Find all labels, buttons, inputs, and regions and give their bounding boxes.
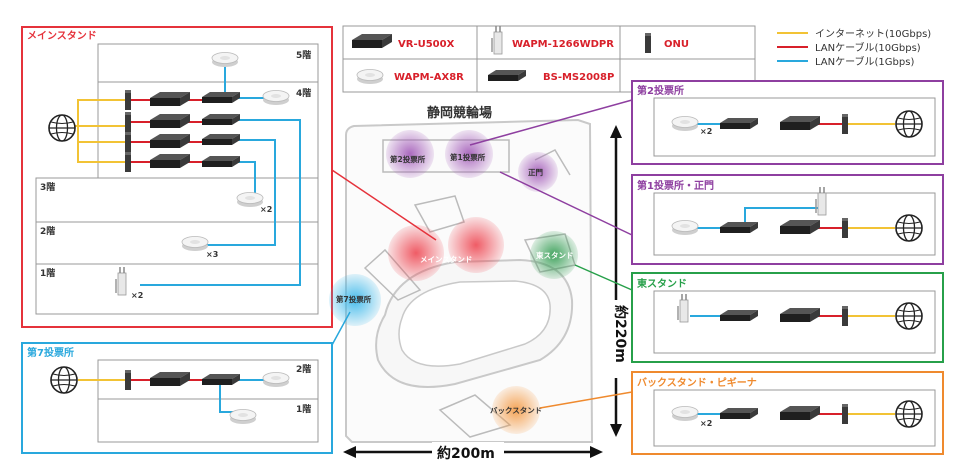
main-2f-mult: ×3	[206, 250, 218, 259]
back-mult: ×2	[700, 419, 712, 428]
right-panel-dai1: 第1投票所・正門	[631, 174, 944, 265]
legend-bsms: BS-MS2008P	[543, 72, 614, 83]
callout-lines	[331, 99, 633, 409]
zone-dai1: 第1投票所	[450, 152, 486, 162]
dai7-floor-2: 2階	[296, 363, 311, 375]
legend-wapm1266: WAPM-1266WDPR	[512, 39, 614, 50]
zone-east: 東スタンド	[536, 250, 574, 260]
main-stand-title: メインスタンド	[27, 30, 97, 42]
main-3f-mult: ×2	[260, 205, 272, 214]
legend-lan1-label: LANケーブル(1Gbps)	[815, 55, 914, 68]
right-panel-east: 東スタンド	[631, 272, 944, 363]
main-stand-panel: メインスタンド 5階 4階 3階 2階 1階	[21, 26, 333, 328]
main-1f-mult: ×2	[131, 291, 143, 300]
zone-back: バックスタンド	[490, 405, 542, 415]
dai7-panel: 第7投票所 2階 1階	[21, 342, 333, 454]
width-dimension: 約200m	[343, 442, 603, 462]
floor-label-2: 2階	[40, 225, 55, 237]
dai2-mult: ×2	[700, 127, 712, 136]
zone-dai7: 第7投票所	[336, 294, 372, 304]
legend-vr: VR-U500X	[398, 39, 455, 50]
venue-map: 静岡競輪場 第2投票所 第1投票所 正門 メインスタンド 東スタンド 第7投票所…	[329, 105, 629, 462]
line-legend: インターネット(10Gbps) LANケーブル(10Gbps) LANケーブル(…	[777, 28, 931, 68]
legend-lan10-label: LANケーブル(10Gbps)	[815, 41, 921, 54]
right-panel-dai2: 第2投票所 ×2	[631, 80, 944, 165]
right-panel-back: バックスタンド・ピギーナ ×2	[631, 371, 944, 455]
width-label: 約200m	[437, 445, 495, 462]
legend-internet-label: インターネット(10Gbps)	[815, 28, 931, 40]
floor-label-4: 4階	[296, 87, 311, 99]
right-panel-title-dai1: 第1投票所・正門	[637, 179, 714, 192]
right-panel-title-east: 東スタンド	[637, 277, 687, 290]
dai7-title: 第7投票所	[27, 346, 74, 359]
zone-main: メインスタンド	[420, 254, 472, 264]
legend-wapmax8r: WAPM-AX8R	[394, 72, 464, 83]
venue-title: 静岡競輪場	[427, 105, 492, 121]
height-dimension: 約220m	[606, 125, 629, 437]
right-panel-title-back: バックスタンド・ピギーナ	[637, 376, 757, 389]
floor-label-1: 1階	[40, 267, 55, 279]
right-panel-title-dai2: 第2投票所	[637, 84, 684, 97]
height-label: 約220m	[612, 305, 629, 363]
dai7-floor-1: 1階	[296, 403, 311, 415]
floor-label-3: 3階	[40, 181, 55, 193]
zone-seimon: 正門	[528, 168, 543, 177]
floor-label-5: 5階	[296, 49, 311, 61]
zone-dai2: 第2投票所	[390, 154, 426, 164]
legend-onu: ONU	[664, 39, 689, 50]
